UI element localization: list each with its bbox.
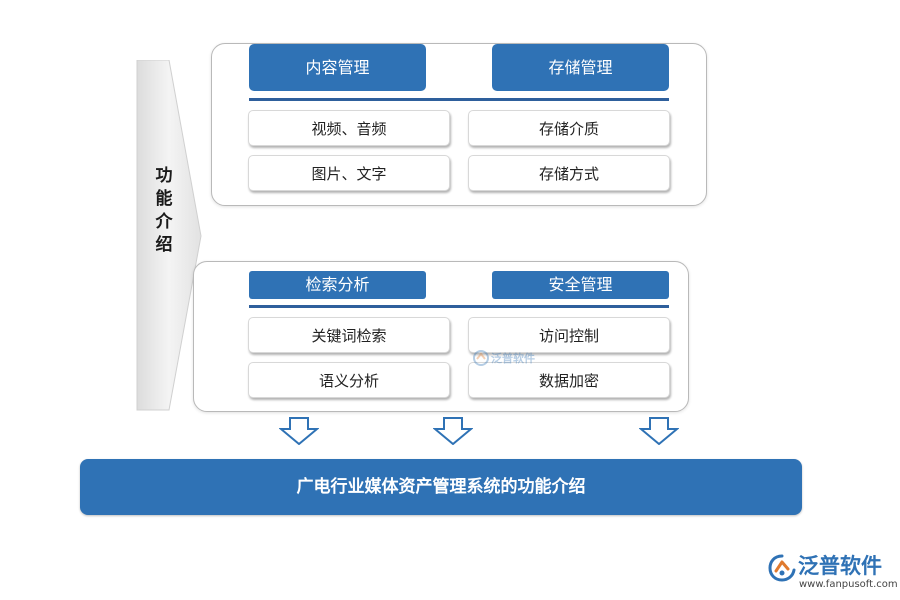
- header-storage-management: 存储管理: [492, 44, 669, 91]
- header-content-management: 内容管理: [249, 44, 426, 91]
- item-storage-medium: 存储介质: [468, 110, 670, 146]
- header-search-analysis: 检索分析: [249, 271, 426, 299]
- down-arrow-icon: [639, 417, 679, 445]
- system-title-bar: 广电行业媒体资产管理系统的功能介绍: [80, 459, 802, 515]
- brand-name: 泛普软件: [798, 554, 882, 578]
- item-image-text: 图片、文字: [248, 155, 450, 191]
- watermark: 泛普软件: [473, 350, 535, 366]
- side-label: 功能介绍: [155, 166, 173, 255]
- down-arrow-icon: [279, 417, 319, 445]
- item-access-control: 访问控制: [468, 317, 670, 353]
- divider-top-group: [249, 98, 669, 101]
- watermark-text: 泛普软件: [491, 352, 535, 365]
- brand-logo-icon: [768, 554, 796, 582]
- watermark-logo-icon: [473, 350, 489, 366]
- item-data-encryption: 数据加密: [468, 362, 670, 398]
- item-video-audio: 视频、音频: [248, 110, 450, 146]
- item-semantic-analysis: 语义分析: [248, 362, 450, 398]
- item-storage-method: 存储方式: [468, 155, 670, 191]
- brand-logo: 泛普软件 www.fanpusoft.com: [768, 553, 898, 595]
- down-arrow-icon: [433, 417, 473, 445]
- divider-bottom-group: [249, 305, 669, 308]
- item-keyword-search: 关键词检索: [248, 317, 450, 353]
- header-security-management: 安全管理: [492, 271, 669, 299]
- side-chevron-arrow: [136, 60, 202, 411]
- brand-url: www.fanpusoft.com: [799, 579, 898, 590]
